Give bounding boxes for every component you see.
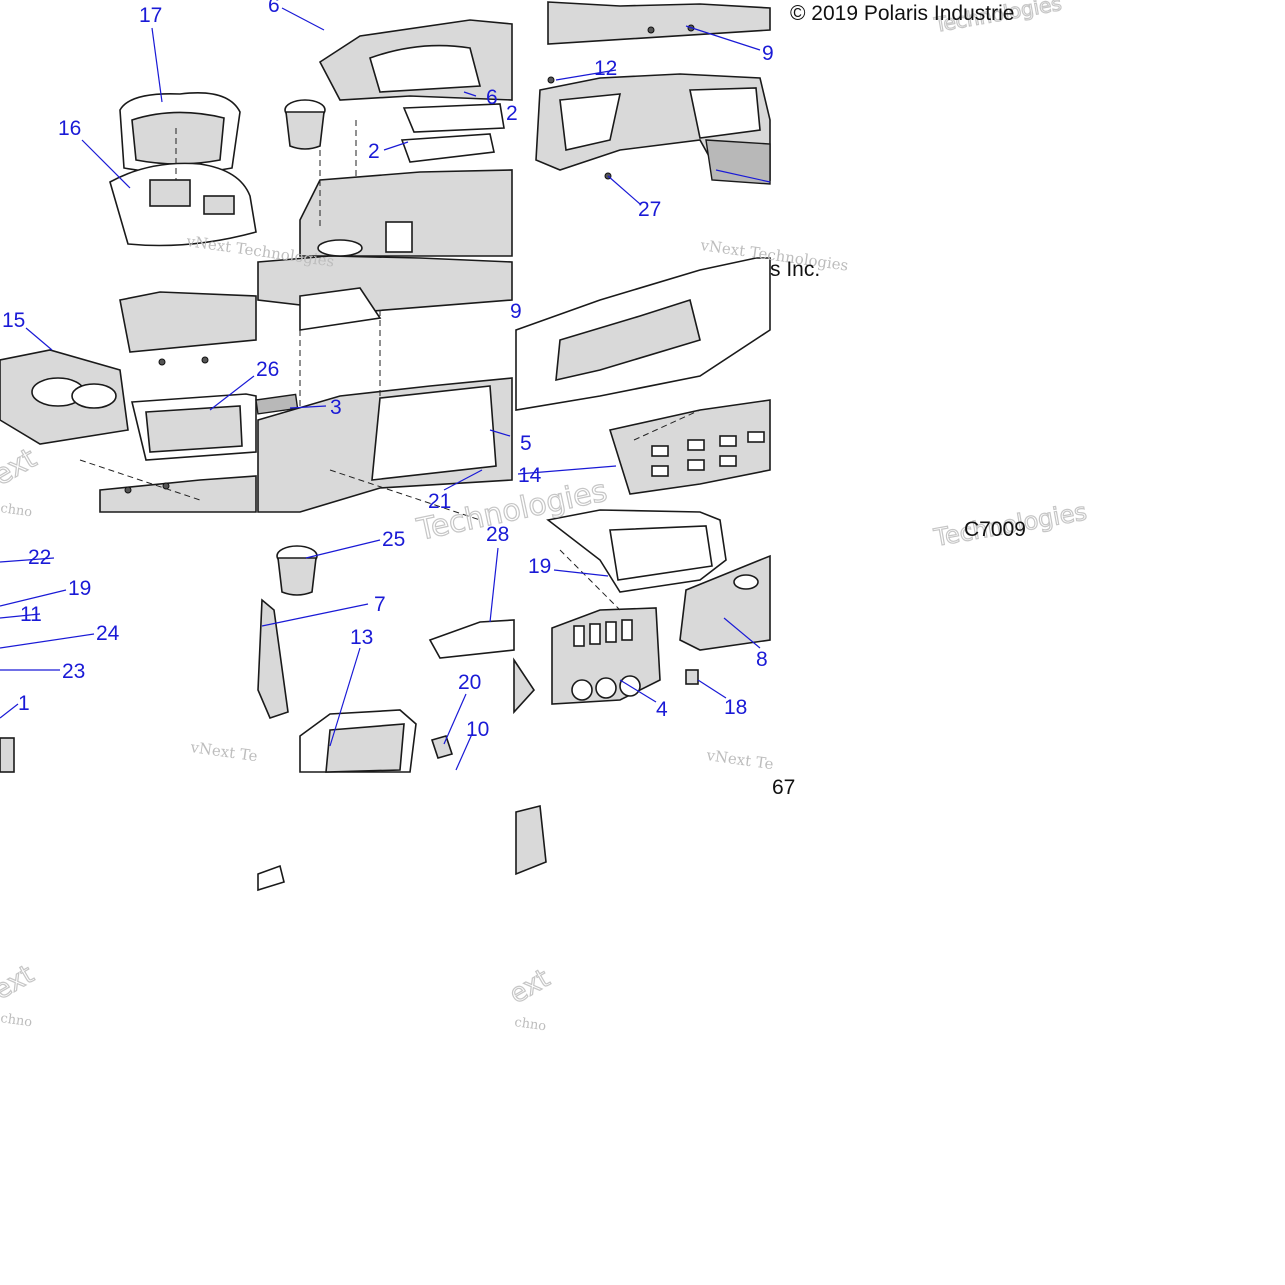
watermark-text: chno bbox=[513, 1015, 547, 1034]
callout-21: 21 bbox=[428, 490, 451, 513]
upper-dash-part bbox=[318, 19, 513, 101]
copyright-text: © 2019 Polaris Industrie bbox=[790, 2, 1015, 25]
right-dash-panel-part bbox=[535, 1, 771, 185]
callout-1: 1 bbox=[18, 692, 30, 715]
watermark-text: ext bbox=[505, 964, 556, 1011]
copyright-fragment: s Inc. bbox=[770, 258, 821, 281]
lower-dash-center-part bbox=[299, 169, 513, 257]
callout-3: 3 bbox=[330, 396, 342, 419]
cluster-bezel-part bbox=[119, 92, 241, 174]
cup-holder-upper-part bbox=[284, 99, 326, 150]
callout-16: 16 bbox=[58, 117, 81, 140]
callout-7: 7 bbox=[374, 593, 386, 616]
callout-9: 9 bbox=[510, 300, 522, 323]
callout-12: 12 bbox=[594, 57, 617, 80]
grab-bar-part bbox=[255, 393, 299, 415]
callout-2: 2 bbox=[368, 140, 380, 163]
lower-console-part bbox=[99, 475, 257, 513]
watermark-text: vNext Te bbox=[704, 746, 774, 773]
side-trim-part bbox=[428, 619, 515, 659]
switch-part bbox=[685, 669, 699, 685]
side-panel-part bbox=[257, 598, 289, 719]
watermark-text: ext bbox=[0, 960, 39, 1007]
figure-code: C7009 bbox=[964, 518, 1026, 541]
callout-26: 26 bbox=[256, 358, 279, 381]
bezel-frame-part bbox=[546, 509, 727, 593]
center-console-part bbox=[0, 349, 129, 445]
callout-19: 19 bbox=[528, 555, 551, 578]
watermark-text: vNext Te bbox=[188, 738, 258, 765]
callout-10: 10 bbox=[466, 718, 489, 741]
callout-2: 2 bbox=[506, 102, 518, 125]
callout-23: 23 bbox=[62, 660, 85, 683]
callout-14: 14 bbox=[518, 464, 542, 487]
callout-5: 5 bbox=[520, 432, 532, 455]
callout-24: 24 bbox=[96, 622, 120, 645]
glove-box-door-part bbox=[299, 709, 417, 773]
callout-13: 13 bbox=[350, 626, 373, 649]
callout-6: 6 bbox=[486, 86, 498, 109]
callout-11: 11 bbox=[20, 603, 42, 626]
watermark-text: ext bbox=[0, 441, 42, 492]
trim-fragment-part bbox=[257, 864, 285, 892]
callout-19: 19 bbox=[68, 577, 91, 600]
watermark-text: chno bbox=[0, 501, 33, 520]
callout-6: 6 bbox=[268, 0, 280, 17]
dash-outer-frame-part bbox=[515, 257, 771, 411]
callout-15: 15 bbox=[2, 309, 25, 332]
cup-holder-part bbox=[276, 545, 318, 596]
main-dash-frame-part bbox=[257, 255, 513, 513]
cluster-housing-part bbox=[109, 162, 257, 247]
callout-22: 22 bbox=[28, 546, 51, 569]
latch-part bbox=[430, 735, 454, 759]
callout-8: 8 bbox=[756, 648, 768, 671]
callout-18: 18 bbox=[724, 696, 747, 719]
lower-panel-fragment-part bbox=[515, 805, 547, 876]
callout-9: 9 bbox=[762, 42, 774, 65]
callout-28: 28 bbox=[486, 523, 509, 546]
glove-box-lid-part bbox=[119, 291, 257, 353]
callout-27: 27 bbox=[638, 198, 661, 221]
callout-17: 17 bbox=[139, 4, 162, 27]
callout-4: 4 bbox=[656, 698, 668, 721]
callout-20: 20 bbox=[458, 671, 481, 694]
callout-25: 25 bbox=[382, 528, 405, 551]
bracket-plate-part bbox=[400, 103, 505, 163]
badge-panel-part bbox=[679, 554, 771, 651]
figure-code-fragment: 67 bbox=[772, 776, 796, 799]
lower-bracket-part bbox=[513, 657, 536, 715]
lower-vent-cover-part bbox=[608, 399, 771, 495]
glove-box-tray-part bbox=[131, 393, 257, 461]
glove-box-end-part bbox=[0, 737, 15, 773]
watermark-text: chno bbox=[0, 1011, 33, 1030]
switch-panel-part bbox=[551, 607, 661, 705]
